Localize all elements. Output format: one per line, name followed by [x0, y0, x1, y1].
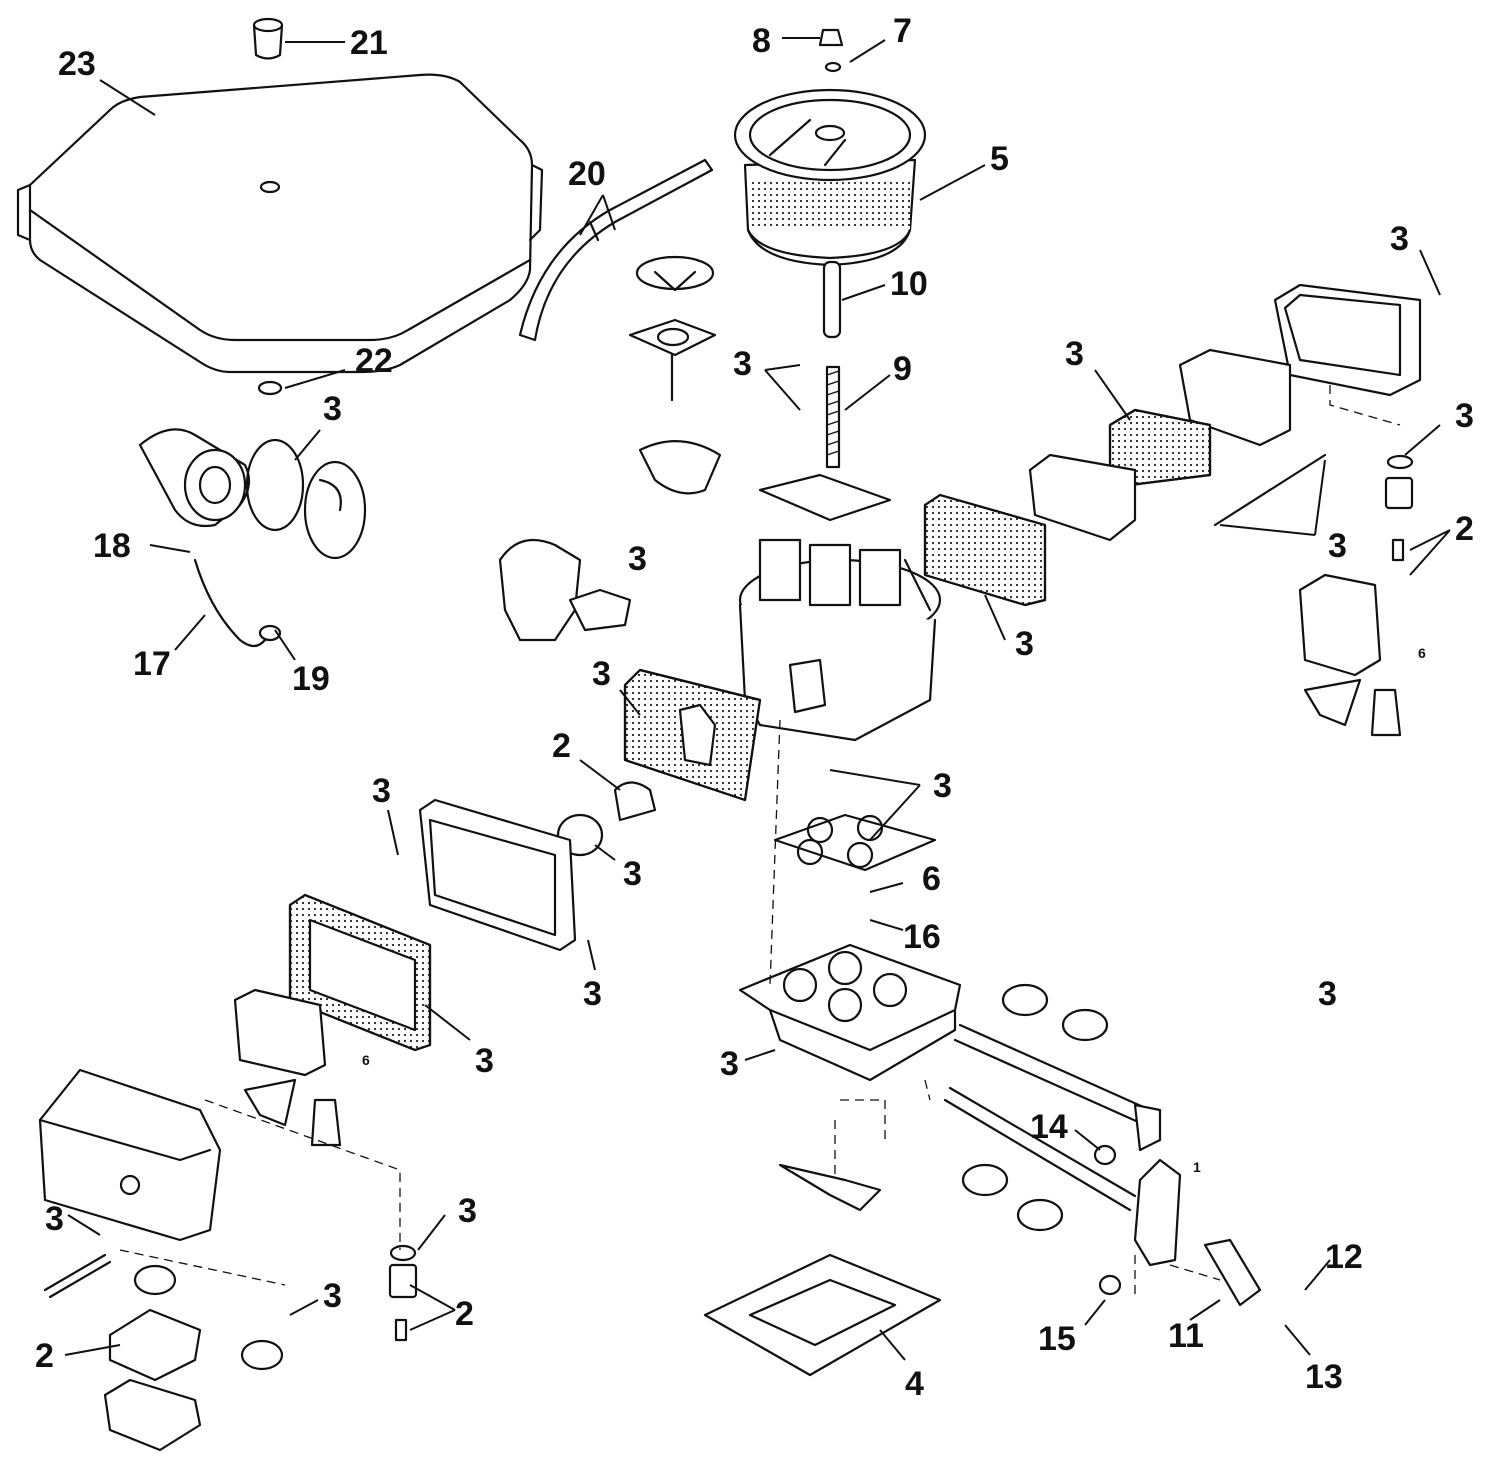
pump-housing-lower-left — [103, 1264, 284, 1452]
callout-labels: 23 21 22 20 8 7 5 10 9 3 3 3 3 3 3 3 3 3… — [35, 12, 1474, 1403]
callout-3-11: 3 — [372, 772, 391, 810]
throttle-shaft-primary — [953, 1023, 1162, 1152]
seat-gasket-center — [556, 813, 604, 857]
fuel-tube — [1213, 453, 1327, 527]
throttle-shaft-secondary — [943, 1086, 1137, 1212]
callout-3-14: 3 — [475, 1042, 494, 1080]
small-mark-6-right: 6 — [1418, 645, 1426, 661]
callout-8: 8 — [752, 22, 771, 60]
callout-2-1: 2 — [1455, 510, 1474, 548]
pump-diaphragm-gasket — [245, 438, 305, 532]
callout-20: 20 — [568, 155, 606, 193]
callout-3-17: 3 — [458, 1192, 477, 1230]
nut-15 — [1098, 1274, 1122, 1296]
callout-18: 18 — [93, 527, 131, 565]
callout-7: 7 — [893, 12, 912, 50]
callout-10: 10 — [890, 265, 928, 303]
needle-seat-right — [1384, 454, 1414, 562]
callout-3-13: 3 — [583, 975, 602, 1013]
throttle-plate-1 — [1001, 983, 1049, 1017]
small-mark-6-left: 6 — [362, 1052, 370, 1068]
callout-15: 15 — [1038, 1320, 1076, 1358]
callout-11: 11 — [1168, 1317, 1204, 1355]
nut-14 — [1093, 1144, 1117, 1166]
callout-12: 12 — [1325, 1238, 1363, 1276]
spacer-10 — [822, 260, 842, 339]
fuel-bowl-lower-left — [38, 1068, 222, 1242]
metering-block-gasket-front — [623, 668, 762, 802]
fast-idle-cam — [778, 1163, 882, 1212]
callout-3-12: 3 — [623, 855, 642, 893]
float-right — [1298, 573, 1402, 737]
callout-3-5: 3 — [323, 390, 342, 428]
callout-13: 13 — [1305, 1358, 1343, 1396]
pump-diaphragm — [303, 460, 367, 560]
callout-19: 19 — [292, 660, 330, 698]
callout-17: 17 — [133, 645, 171, 683]
secondary-link — [1203, 1238, 1262, 1307]
accelerator-pump-cover — [138, 428, 251, 528]
float-front — [233, 988, 342, 1147]
fuel-bowl-front — [418, 798, 577, 952]
throttle-lever — [1133, 1158, 1182, 1267]
callout-3-15: 3 — [720, 1045, 739, 1083]
air-cleaner — [733, 88, 927, 267]
callout-3-2: 3 — [1390, 220, 1409, 258]
metering-plate-upper-right — [1028, 453, 1137, 542]
callout-2-4: 2 — [35, 1337, 54, 1375]
wing-nut-8 — [818, 28, 844, 47]
small-mark-1: 1 — [1193, 1159, 1201, 1175]
washer-22 — [257, 380, 283, 396]
ground-wire — [193, 558, 282, 648]
needle-seat-center — [613, 781, 657, 822]
carburetor-main-body — [738, 538, 942, 742]
choke-pull-off — [628, 255, 722, 495]
callout-5: 5 — [990, 140, 1009, 178]
bowl-screw-lower-left — [43, 1253, 112, 1299]
lower-gasket-4 — [703, 1253, 942, 1377]
callout-4: 4 — [905, 1365, 924, 1403]
callout-3-7: 3 — [628, 540, 647, 578]
callout-3-4: 3 — [1455, 397, 1474, 435]
fuel-bowl-upper-right — [1178, 283, 1422, 447]
washer-7 — [824, 61, 842, 73]
fuel-bowl-gasket-right — [923, 493, 1047, 607]
callout-3-3: 3 — [1065, 335, 1084, 373]
callout-3-8: 3 — [1015, 625, 1034, 663]
vent-hose-20 — [518, 158, 714, 342]
callout-3-16: 3 — [45, 1200, 64, 1238]
fuel-bowl-gasket-front — [288, 893, 432, 1052]
throttle-plate-4 — [1016, 1198, 1064, 1232]
leader-lines — [64, 37, 1451, 1361]
callout-3-18: 3 — [323, 1277, 342, 1315]
throttle-plate-3 — [961, 1163, 1009, 1197]
assembly-lines — [119, 385, 1401, 1300]
callout-23: 23 — [58, 45, 96, 83]
callout-9: 9 — [893, 350, 912, 388]
callout-14: 14 — [1030, 1108, 1068, 1146]
callout-6: 6 — [922, 860, 941, 898]
stud-9 — [825, 365, 841, 469]
callout-16: 16 — [903, 918, 941, 956]
cap-nut-21 — [252, 17, 284, 60]
flame-arrestor-cover — [16, 73, 544, 374]
callout-3-6: 3 — [1328, 527, 1347, 565]
callout-21: 21 — [350, 24, 388, 62]
base-gasket — [773, 813, 937, 872]
callout-3-1: 3 — [733, 345, 752, 383]
small-marks: 6 6 1 — [362, 645, 1426, 1175]
callout-3-19: 3 — [1318, 975, 1337, 1013]
needle-seat-lower — [388, 1244, 418, 1342]
callout-2-3: 2 — [455, 1295, 474, 1333]
callout-3-10: 3 — [933, 767, 952, 805]
callout-3-9: 3 — [592, 655, 611, 693]
callout-22: 22 — [355, 342, 393, 380]
air-horn-gasket — [758, 473, 892, 522]
choke-housing — [498, 538, 632, 642]
callout-2-2: 2 — [552, 727, 571, 765]
throttle-body — [738, 943, 962, 1082]
throttle-plate-2 — [1061, 1008, 1109, 1042]
